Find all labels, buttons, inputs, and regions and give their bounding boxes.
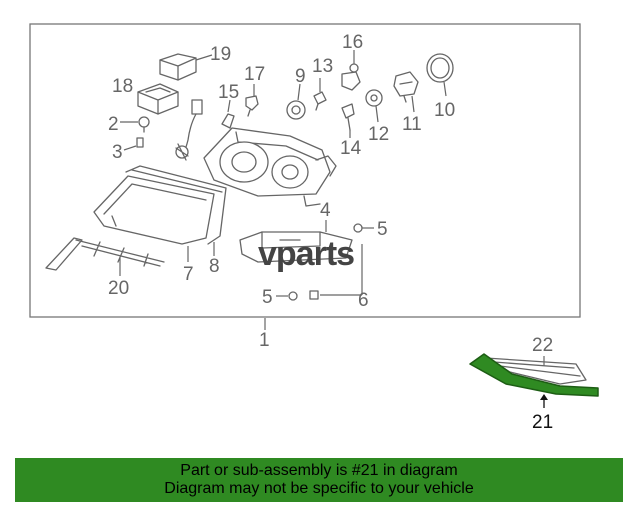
part-2-shape [120, 116, 150, 133]
callout-5b[interactable]: 5 [262, 287, 273, 308]
callout-20[interactable]: 20 [108, 278, 129, 299]
callout-22[interactable]: 22 [532, 335, 553, 356]
part-5b-6-shape [276, 244, 363, 301]
part-5a-shape [353, 223, 374, 233]
part-16-shape [341, 50, 361, 91]
callout-16[interactable]: 16 [342, 32, 363, 53]
callout-1[interactable]: 1 [259, 330, 270, 351]
part-18-shape [137, 83, 179, 115]
watermark-logo: vparts [258, 235, 355, 273]
part-14-shape [341, 103, 355, 138]
callout-6[interactable]: 6 [358, 290, 369, 311]
callout-17[interactable]: 17 [244, 64, 265, 85]
callout-21[interactable]: 21 [532, 412, 553, 433]
part-15-shape [221, 99, 235, 129]
part-8-shape [125, 165, 227, 256]
part-19-shape [159, 53, 213, 81]
part-11-shape [393, 71, 419, 113]
callout-11[interactable]: 11 [402, 114, 422, 135]
callout-13[interactable]: 13 [312, 56, 333, 77]
callout-18[interactable]: 18 [112, 76, 133, 97]
bulb-harness-shape [175, 99, 203, 161]
info-banner: Part or sub-assembly is #21 in diagram D… [15, 458, 623, 502]
part-3-shape [123, 137, 144, 151]
part-10-shape [426, 53, 454, 97]
part-9-shape [286, 83, 306, 120]
callout-5a[interactable]: 5 [377, 219, 388, 240]
callout-15[interactable]: 15 [218, 82, 239, 103]
part-20-shape [45, 237, 165, 276]
callout-2[interactable]: 2 [108, 114, 119, 135]
callout-8[interactable]: 8 [209, 256, 220, 277]
headlight-housing-shape [203, 127, 337, 207]
callout-4[interactable]: 4 [320, 200, 331, 221]
callout-14[interactable]: 14 [340, 138, 362, 159]
part-17-shape [245, 84, 259, 117]
callout-19[interactable]: 19 [210, 44, 231, 65]
callout-7[interactable]: 7 [183, 264, 194, 285]
part-21-22-shape [469, 353, 599, 408]
banner-line-disclaimer: Diagram may not be specific to your vehi… [164, 480, 474, 497]
part-4-shape [239, 220, 353, 263]
callout-9[interactable]: 9 [295, 66, 306, 87]
part-13-shape [313, 78, 327, 111]
part-7-shape [93, 175, 215, 262]
callout-10[interactable]: 10 [434, 100, 455, 121]
banner-line-part: Part or sub-assembly is #21 in diagram [180, 462, 458, 479]
callout-3[interactable]: 3 [112, 142, 123, 163]
callout-12[interactable]: 12 [368, 124, 389, 145]
part-12-shape [365, 89, 383, 123]
